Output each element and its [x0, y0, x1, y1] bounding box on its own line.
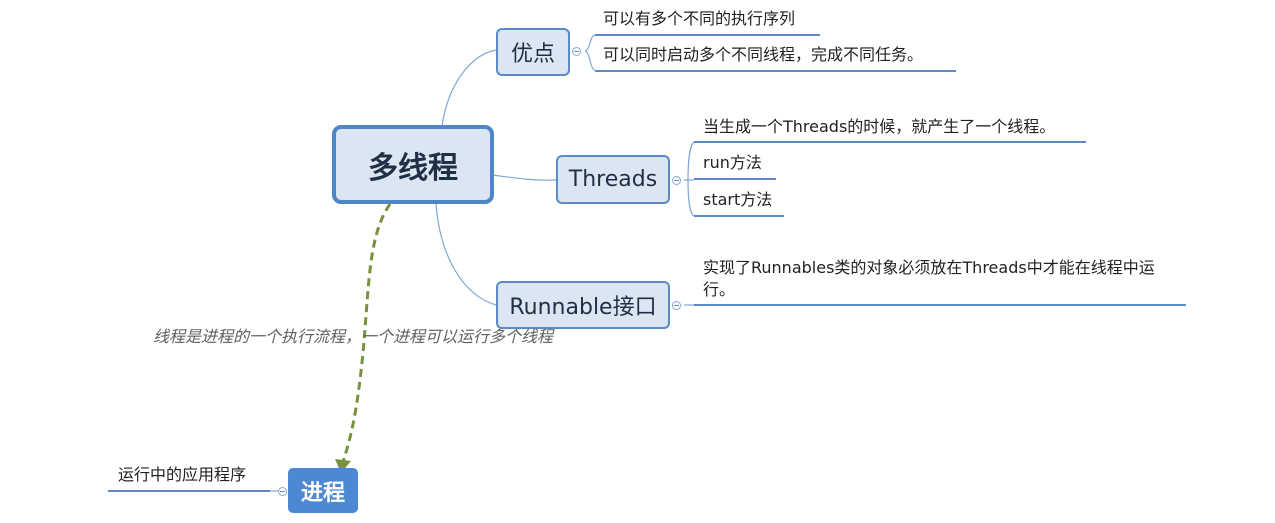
central-topic[interactable]: 多线程: [332, 125, 494, 204]
leaf-advantage-2: 可以同时启动多个不同线程，完成不同任务。: [603, 45, 924, 64]
collapse-toggle-threads[interactable]: [672, 176, 681, 185]
relationship-label: 线程是进程的一个执行流程，一个进程可以运行多个线程: [153, 327, 554, 346]
topic-runnable[interactable]: Runnable接口: [496, 281, 670, 329]
relationship-arrowhead: [335, 459, 351, 473]
leaf-process-1-underline: [108, 490, 270, 492]
leaf-runnable-1: 实现了Runnables类的对象必须放在Threads中才能在线程中运行。: [703, 258, 1155, 299]
topic-runnable-label: Runnable接口: [509, 295, 657, 320]
leaf-threads-1-underline: [694, 141, 1086, 143]
central-topic-label: 多线程: [368, 150, 458, 186]
topic-advantage-label: 优点: [510, 42, 555, 67]
leaf-threads-2: run方法: [703, 153, 762, 172]
collapse-toggle-process[interactable]: [278, 487, 287, 496]
leaf-threads-3: start方法: [703, 190, 773, 209]
topic-threads-label: Threads: [568, 167, 658, 192]
link-advantage-leaves: [584, 34, 596, 71]
topic-threads[interactable]: Threads: [556, 155, 670, 204]
leaf-runnable-1-underline: [694, 304, 1186, 306]
collapse-toggle-runnable[interactable]: [672, 301, 681, 310]
leaf-threads-3-underline: [694, 215, 784, 217]
leaf-advantage-1: 可以有多个不同的执行序列: [603, 9, 796, 28]
topic-process-label: 进程: [300, 480, 345, 506]
leaf-threads-1: 当生成一个Threads的时候，就产生了一个线程。: [703, 117, 1056, 136]
leaf-advantage-1-underline: [595, 34, 820, 36]
link-central-threads: [491, 174, 557, 181]
relationship-line: [341, 203, 392, 463]
topic-process[interactable]: 进程: [288, 468, 358, 513]
link-threads-leaves: [684, 141, 695, 217]
link-central-advantage: [441, 49, 497, 127]
leaf-threads-2-underline: [694, 178, 776, 180]
topic-advantage[interactable]: 优点: [496, 28, 570, 76]
link-central-runnable: [435, 203, 497, 306]
leaf-advantage-2-underline: [595, 70, 956, 72]
collapse-toggle-advantage[interactable]: [572, 47, 581, 56]
leaf-process-1: 运行中的应用程序: [118, 465, 247, 484]
